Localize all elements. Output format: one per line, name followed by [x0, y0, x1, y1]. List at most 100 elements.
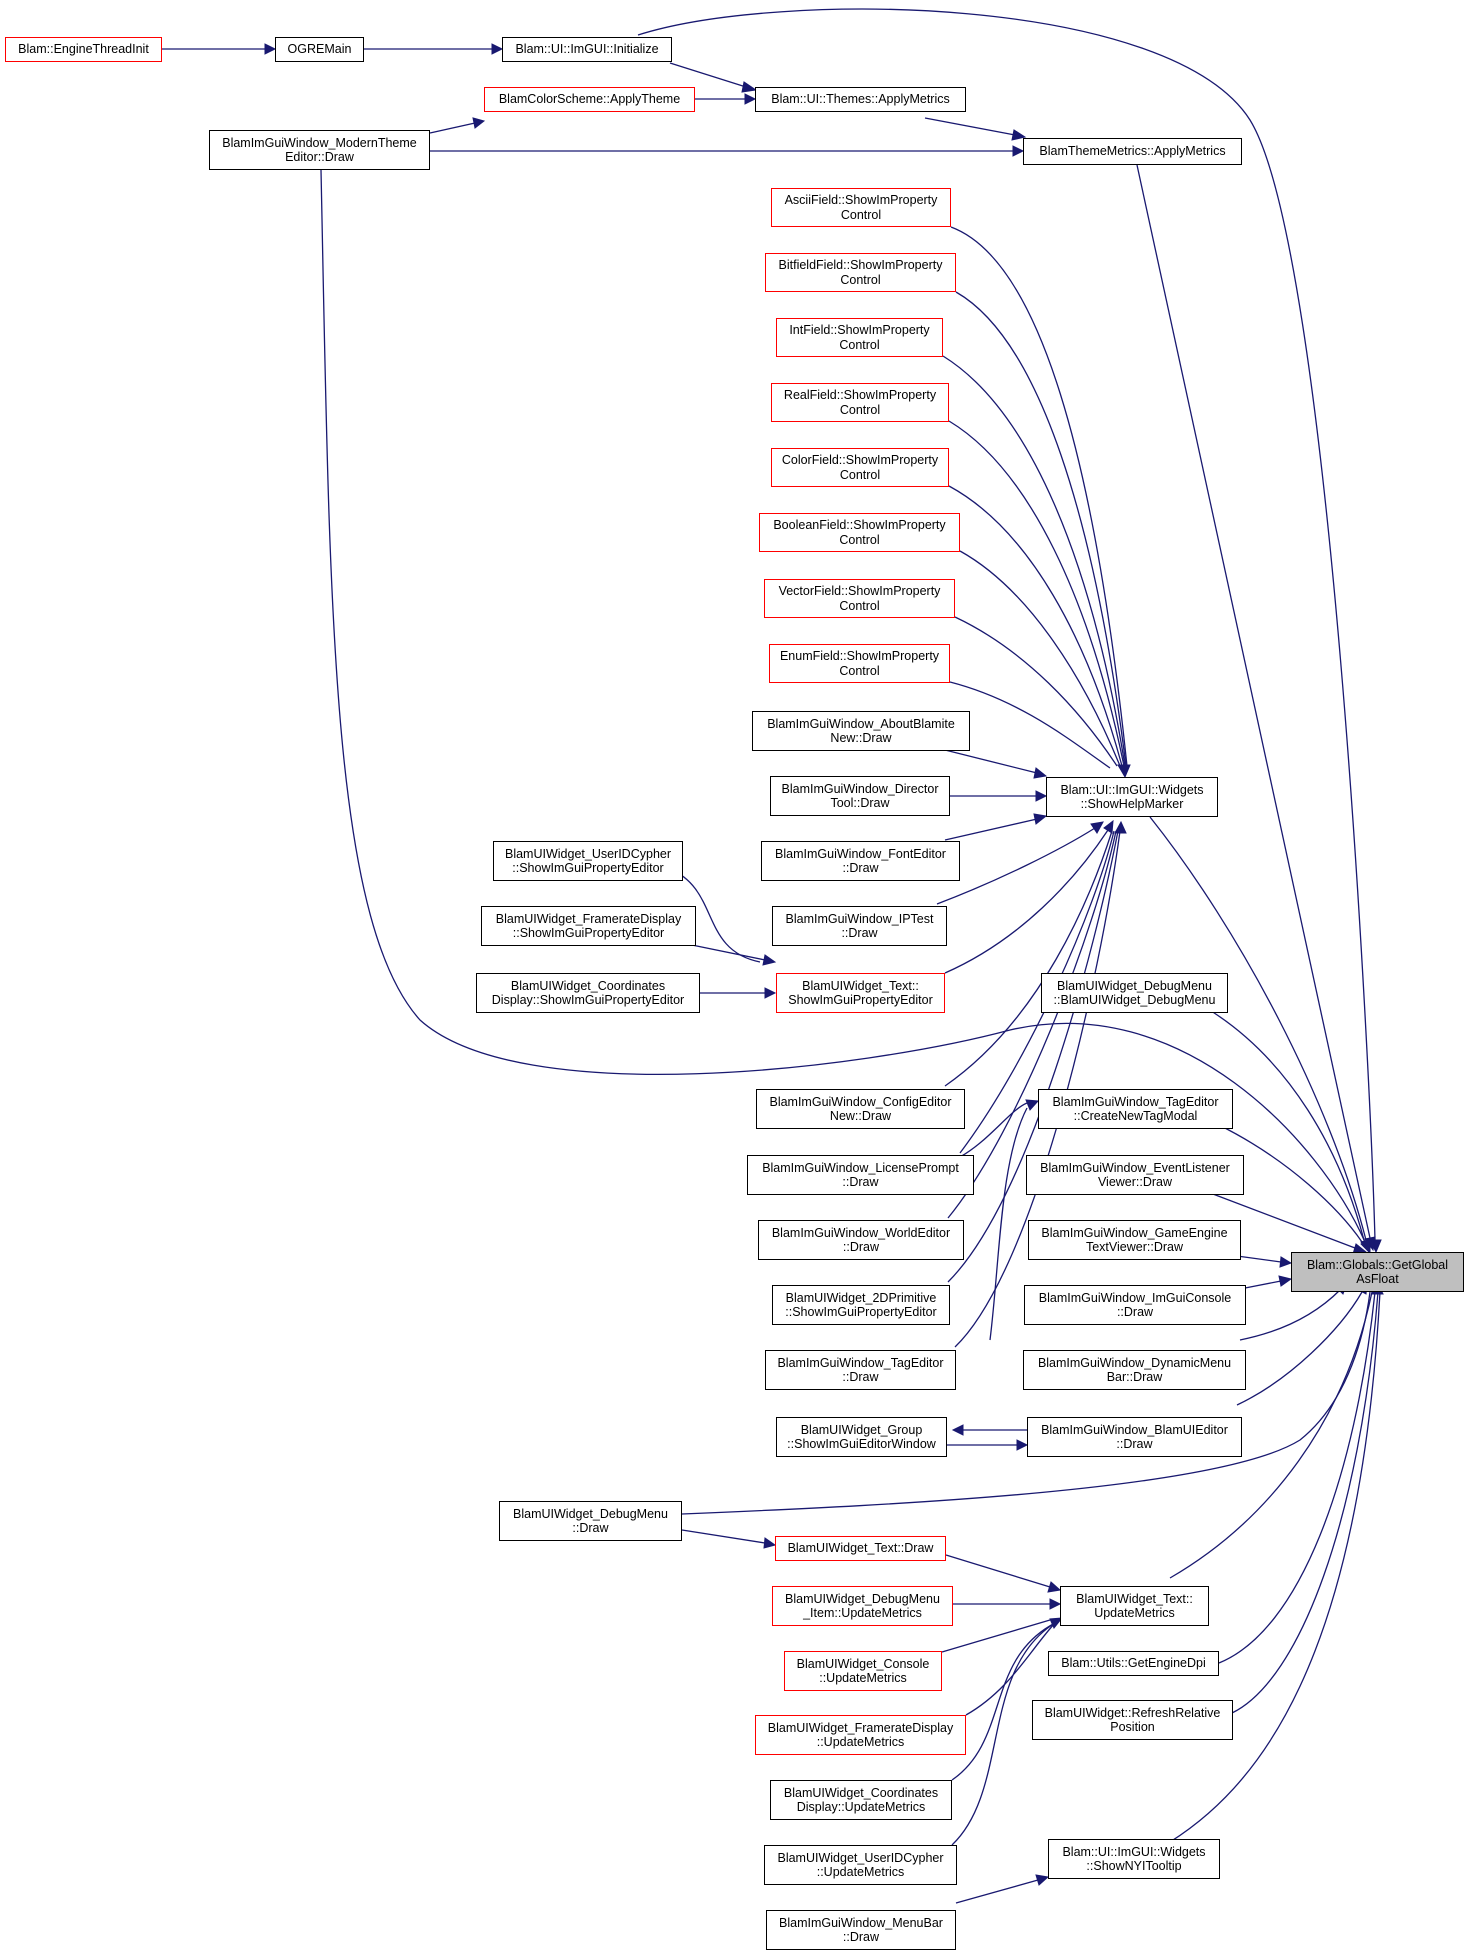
arrowhead — [1117, 764, 1131, 779]
node-get-engine-dpi[interactable]: Blam::Utils::GetEngineDpi — [1048, 1651, 1219, 1676]
arrowhead — [1360, 1238, 1372, 1254]
node-userid-cypher-update-metrics[interactable]: BlamUIWidget_UserIDCypher ::UpdateMetric… — [764, 1845, 957, 1885]
arrowhead — [1090, 821, 1104, 834]
edge-ascii-to-helpmarker — [950, 226, 1128, 767]
arrowhead — [764, 987, 777, 999]
edge-int-to-helpmarker — [942, 355, 1126, 767]
node-coordinates-display-update-metrics[interactable]: BlamUIWidget_Coordinates Display::Update… — [770, 1780, 952, 1820]
arrowhead — [1033, 813, 1048, 825]
node-license-prompt-draw[interactable]: BlamImGuiWindow_LicensePrompt ::Draw — [747, 1155, 974, 1195]
arrowhead — [1035, 1874, 1050, 1886]
arrowhead — [1279, 1256, 1293, 1268]
edge-helpmarker-to-getglobal — [1149, 816, 1367, 1241]
node-coordinates-display-property-editor[interactable]: BlamUIWidget_Coordinates Display::ShowIm… — [476, 973, 700, 1013]
node-enum-field[interactable]: EnumField::ShowImProperty Control — [769, 644, 950, 683]
node-imgui-console-draw[interactable]: BlamImGuiWindow_ImGuiConsole ::Draw — [1024, 1285, 1246, 1325]
edge-license-to-createtag — [959, 1102, 1028, 1158]
edge-blamuieditor-to-getglobal — [1236, 1291, 1363, 1406]
node-color-field[interactable]: ColorField::ShowImProperty Control — [771, 448, 949, 487]
node-int-field[interactable]: IntField::ShowImProperty Control — [776, 318, 943, 357]
node-text-draw[interactable]: BlamUIWidget_Text::Draw — [775, 1536, 946, 1561]
node-show-help-marker[interactable]: Blam::UI::ImGUI::Widgets ::ShowHelpMarke… — [1046, 777, 1218, 817]
edge-useridupdate-to-textupdate — [951, 1622, 1056, 1846]
node-userid-cypher-property-editor[interactable]: BlamUIWidget_UserIDCypher ::ShowImGuiPro… — [493, 841, 683, 881]
node-director-tool-draw[interactable]: BlamImGuiWindow_Director Tool::Draw — [770, 776, 950, 816]
node-game-engine-text-viewer-draw[interactable]: BlamImGuiWindow_GameEngine TextViewer::D… — [1028, 1220, 1241, 1260]
arrowhead — [491, 43, 504, 55]
node-console-update-metrics[interactable]: BlamUIWidget_Console ::UpdateMetrics — [784, 1651, 942, 1691]
arrowhead — [763, 1537, 777, 1549]
edge-vector-to-helpmarker — [954, 616, 1118, 767]
node-show-nyi-tooltip[interactable]: Blam::UI::ImGUI::Widgets ::ShowNYIToolti… — [1048, 1839, 1220, 1879]
arrowhead — [1016, 1439, 1029, 1451]
node-text-property-editor[interactable]: BlamUIWidget_Text:: ShowImGuiPropertyEdi… — [776, 973, 945, 1013]
edge-menubar-to-nyi — [955, 1879, 1039, 1904]
node-text-update-metrics[interactable]: BlamUIWidget_Text:: UpdateMetrics — [1060, 1586, 1209, 1626]
node-get-global-as-float: Blam::Globals::GetGlobal AsFloat — [1291, 1252, 1464, 1292]
edge-bitfield-to-helpmarker — [955, 291, 1127, 767]
edge-iptest-to-helpmarker — [936, 827, 1096, 905]
node-tag-editor-create-new-tag-modal[interactable]: BlamImGuiWindow_TagEditor ::CreateNewTag… — [1038, 1089, 1233, 1129]
arrowhead — [1103, 819, 1114, 834]
edge-dpi-to-getglobal — [1218, 1291, 1376, 1664]
node-blamui-editor-draw[interactable]: BlamImGuiWindow_BlamUIEditor ::Draw — [1027, 1417, 1242, 1457]
node-real-field[interactable]: RealField::ShowImProperty Control — [771, 383, 949, 422]
node-vector-field[interactable]: VectorField::ShowImProperty Control — [764, 579, 955, 618]
node-theme-metrics-apply[interactable]: BlamThemeMetrics::ApplyMetrics — [1023, 138, 1242, 165]
node-bitfield-field[interactable]: BitfieldField::ShowImProperty Control — [765, 253, 956, 292]
node-boolean-field[interactable]: BooleanField::ShowImProperty Control — [759, 513, 960, 552]
node-engine-thread-init[interactable]: Blam::EngineThreadInit — [5, 37, 162, 62]
arrowhead — [1278, 1275, 1293, 1287]
node-themes-apply-metrics[interactable]: Blam::UI::Themes::ApplyMetrics — [755, 87, 966, 112]
edge-gameengine-to-getglobal — [1236, 1255, 1282, 1263]
edge-nyi-to-getglobal — [1159, 1291, 1381, 1849]
edge-consoleupdate-to-textupdate — [941, 1619, 1051, 1653]
node-world-editor-draw[interactable]: BlamImGuiWindow_WorldEditor ::Draw — [758, 1220, 964, 1260]
node-framerate-display-update-metrics[interactable]: BlamUIWidget_FramerateDisplay ::UpdateMe… — [755, 1715, 966, 1755]
edge-createtag-to-getglobal — [1216, 1123, 1363, 1243]
node-debug-menu-item-update-metrics[interactable]: BlamUIWidget_DebugMenu _Item::UpdateMetr… — [772, 1586, 953, 1626]
node-2d-primitive-property-editor[interactable]: BlamUIWidget_2DPrimitive ::ShowImGuiProp… — [772, 1285, 950, 1325]
edge-modern-to-getglobal — [320, 169, 1366, 1243]
edge-enum-to-helpmarker — [949, 681, 1111, 769]
node-group-editor-window[interactable]: BlamUIWidget_Group ::ShowImGuiEditorWind… — [776, 1417, 947, 1457]
arrowhead — [264, 43, 277, 55]
edge-initialize-to-getglobal — [637, 8, 1376, 1241]
arrowhead — [472, 117, 486, 129]
arrowhead — [1114, 820, 1127, 834]
node-iptest-draw[interactable]: BlamImGuiWindow_IPTest ::Draw — [772, 906, 947, 946]
node-modern-theme-editor-draw[interactable]: BlamImGuiWindow_ModernTheme Editor::Draw — [209, 130, 430, 170]
arrowhead — [1049, 1617, 1064, 1629]
edge-debugmenudraw-to-getglobal — [681, 1291, 1371, 1515]
edge-eventlistener-to-getglobal — [1204, 1190, 1356, 1249]
node-menu-bar-draw[interactable]: BlamImGuiWindow_MenuBar ::Draw — [766, 1910, 956, 1950]
edge-arrows — [162, 8, 1384, 1904]
node-config-editor-draw[interactable]: BlamImGuiWindow_ConfigEditor New::Draw — [756, 1089, 965, 1129]
node-dynamic-menu-bar-draw[interactable]: BlamImGuiWindow_DynamicMenu Bar::Draw — [1023, 1350, 1246, 1390]
node-debug-menu-constructor[interactable]: BlamUIWidget_DebugMenu ::BlamUIWidget_De… — [1041, 973, 1228, 1013]
edge-framerate-to-textprop — [686, 943, 766, 961]
edge-dynmenu-to-getglobal — [1239, 1289, 1341, 1341]
node-event-listener-viewer-draw[interactable]: BlamImGuiWindow_EventListener Viewer::Dr… — [1026, 1155, 1244, 1195]
node-refresh-relative-position[interactable]: BlamUIWidget::RefreshRelative Position — [1032, 1700, 1233, 1740]
node-imgui-initialize[interactable]: Blam::UI::ImGUI::Initialize — [502, 37, 672, 62]
edge-textupdate-to-getglobal — [1169, 1291, 1373, 1579]
arrowhead — [1011, 129, 1027, 141]
edge-about-to-helpmarker — [944, 749, 1038, 774]
edge-initialize-to-applymetrics — [669, 62, 747, 88]
node-color-scheme-apply-theme[interactable]: BlamColorScheme::ApplyTheme — [484, 87, 695, 112]
edge-debugmenuctor-to-getglobal — [1207, 1008, 1365, 1241]
node-debug-menu-draw[interactable]: BlamUIWidget_DebugMenu ::Draw — [499, 1501, 682, 1541]
edge-2dprim-to-helpmarker — [947, 830, 1119, 1283]
node-font-editor-draw[interactable]: BlamImGuiWindow_FontEditor ::Draw — [761, 841, 960, 881]
arrowhead — [1033, 767, 1048, 779]
node-about-blamite-draw[interactable]: BlamImGuiWindow_AboutBlamite New::Draw — [752, 711, 970, 751]
node-ogre-main[interactable]: OGREMain — [275, 37, 364, 62]
node-framerate-display-property-editor[interactable]: BlamUIWidget_FramerateDisplay ::ShowImGu… — [481, 906, 696, 946]
edge-textdraw-to-textupdate — [945, 1554, 1051, 1588]
node-tag-editor-draw[interactable]: BlamImGuiWindow_TagEditor ::Draw — [765, 1350, 956, 1390]
edge-console-to-getglobal — [1239, 1280, 1282, 1290]
node-ascii-field[interactable]: AsciiField::ShowImProperty Control — [771, 188, 951, 227]
